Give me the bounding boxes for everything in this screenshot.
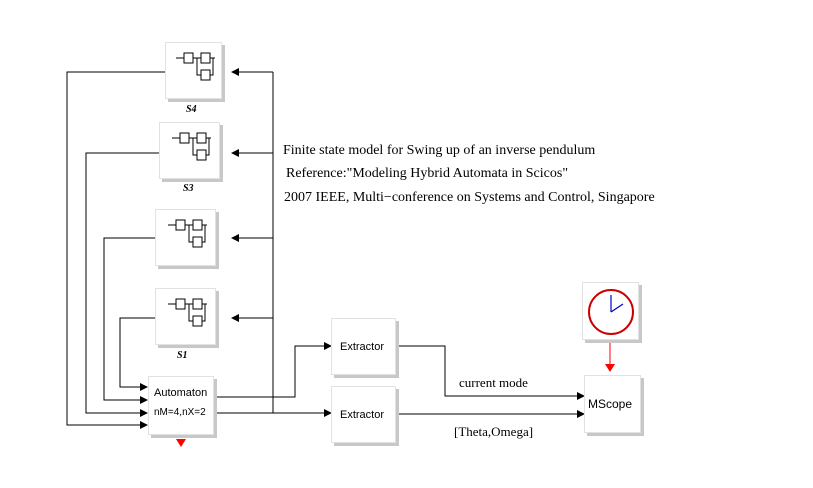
block-clock[interactable] [582, 282, 639, 340]
mscope-label: MScope [588, 397, 633, 411]
block-s4[interactable] [165, 42, 222, 99]
block-s3[interactable] [159, 122, 220, 179]
mscope-event-input-port [605, 364, 615, 372]
annotation-line-2: Reference:"Modeling Hybrid Automata in S… [286, 166, 569, 181]
superblock-icon [168, 219, 207, 248]
superblock-icon [176, 52, 215, 81]
annotation-line-3: 2007 IEEE, Multi−conference on Systems a… [284, 190, 655, 205]
block-s4-label: S4 [186, 104, 197, 115]
extractor-1-label: Extractor [340, 341, 385, 353]
automaton-params: nM=4,nX=2 [154, 407, 206, 418]
link-auto-extractor1 [214, 342, 332, 398]
block-extractor-2[interactable]: Extractor [331, 386, 396, 443]
link-extractor1-mscope [396, 345, 585, 400]
block-s1-label: S1 [177, 350, 188, 361]
annotation-line-1: Finite state model for Swing up of an in… [283, 143, 596, 158]
superblock-icon [168, 298, 207, 327]
link-s1-out [119, 317, 165, 391]
link-s4-out [66, 71, 165, 429]
clock-icon [588, 289, 634, 335]
link-label-current-mode: current mode [459, 375, 528, 390]
automaton-title: Automaton [154, 387, 208, 399]
automaton-event-output-port [176, 439, 186, 447]
extractor-2-label: Extractor [340, 409, 385, 421]
link-s2-out [103, 237, 165, 404]
block-s2[interactable] [155, 209, 216, 266]
block-mscope[interactable]: MScope [584, 375, 641, 433]
block-s1[interactable] [155, 288, 216, 345]
link-s3-out [85, 152, 165, 417]
superblock-icon [172, 132, 211, 161]
block-s3-label: S3 [183, 183, 194, 194]
block-automaton[interactable]: Automaton nM=4,nX=2 [148, 376, 214, 435]
link-bus-vertical [214, 72, 274, 414]
link-label-theta-omega: [Theta,Omega] [454, 424, 534, 439]
block-extractor-1[interactable]: Extractor [331, 318, 396, 375]
